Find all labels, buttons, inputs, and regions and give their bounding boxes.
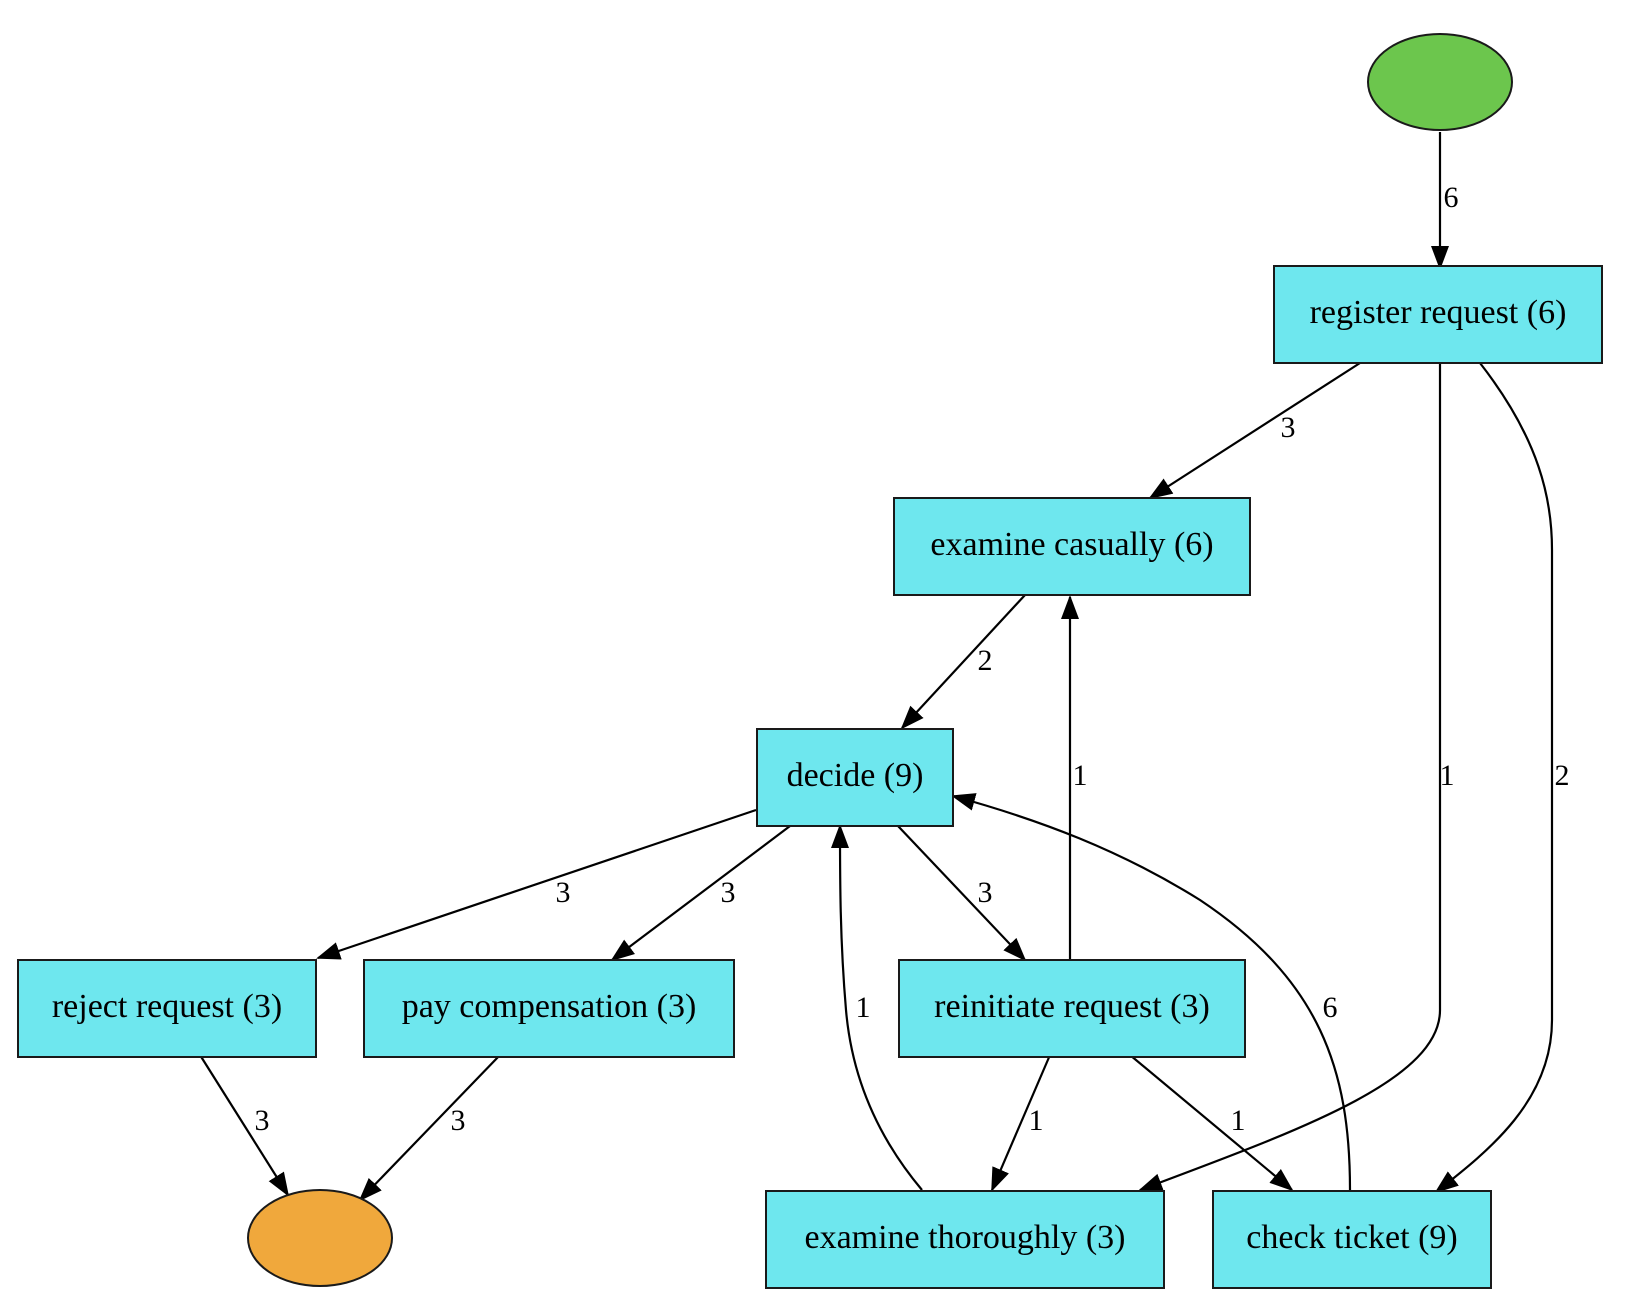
edge-label-check-ticket-decide: 6 [1323, 991, 1338, 1024]
edge-label-register-check-ticket: 2 [1555, 759, 1570, 792]
edge-label-decide-reject: 3 [556, 876, 571, 909]
edge-pay-end [358, 1054, 501, 1202]
edge-decide-pay [610, 825, 791, 962]
activity-label-pay-compensation: pay compensation (3) [402, 988, 697, 1025]
activity-label-examine-casually: examine casually (6) [930, 526, 1213, 563]
nodes: register request (6) examine casually (6… [17, 33, 1603, 1289]
activity-decide: decide (9) [756, 728, 954, 827]
edges: 6 3 1 2 2 1 3 3 3 1 6 3 [199, 132, 1570, 1202]
activity-examine-casually: examine casually (6) [893, 497, 1251, 596]
edge-label-register-examine-thoroughly: 1 [1440, 759, 1455, 792]
activity-label-check-ticket: check ticket (9) [1246, 1219, 1457, 1256]
edge-examine-casually-decide [900, 594, 1026, 730]
activity-pay-compensation: pay compensation (3) [363, 959, 735, 1058]
edge-label-examine-thoroughly-decide: 1 [856, 991, 871, 1024]
activity-label-examine-thoroughly: examine thoroughly (3) [804, 1219, 1125, 1256]
end-node [247, 1189, 393, 1287]
edge-decide-reject [316, 808, 757, 960]
edge-label-pay-end: 3 [451, 1104, 466, 1137]
edge-label-reinitiate-examine-thoroughly: 1 [1029, 1104, 1044, 1137]
edge-label-decide-pay: 3 [721, 876, 736, 909]
activity-examine-thoroughly: examine thoroughly (3) [765, 1190, 1165, 1289]
activity-check-ticket: check ticket (9) [1212, 1190, 1492, 1289]
edge-check-ticket-decide [951, 793, 1352, 1191]
edge-reject-end [199, 1054, 290, 1197]
edge-reinitiate-examine-thoroughly [990, 1054, 1052, 1192]
edge-label-reject-end: 3 [255, 1104, 270, 1137]
edge-decide-reinitiate [897, 825, 1027, 962]
activity-reject-request: reject request (3) [17, 959, 317, 1058]
activity-register-request: register request (6) [1273, 265, 1603, 364]
edge-label-examine-casually-decide: 2 [978, 644, 993, 677]
activity-label-reinitiate-request: reinitiate request (3) [934, 988, 1210, 1025]
edge-label-register-examine-casually: 3 [1281, 411, 1296, 444]
edge-label-decide-reinitiate: 3 [978, 876, 993, 909]
activity-label-decide: decide (9) [787, 757, 924, 794]
edge-examine-thoroughly-decide [831, 824, 923, 1191]
edge-register-examine-casually [1148, 362, 1361, 500]
edge-label-reinitiate-examine-casually: 1 [1073, 759, 1088, 792]
edge-label-reinitiate-check-ticket: 1 [1231, 1104, 1246, 1137]
edge-reinitiate-check-ticket [1129, 1054, 1294, 1192]
start-node [1367, 33, 1513, 131]
edge-label-start-register: 6 [1444, 181, 1459, 214]
activity-reinitiate-request: reinitiate request (3) [898, 959, 1246, 1058]
activity-label-register-request: register request (6) [1310, 294, 1567, 331]
edge-register-examine-thoroughly [1138, 363, 1442, 1192]
activity-label-reject-request: reject request (3) [52, 988, 282, 1025]
edge-register-check-ticket [1434, 362, 1554, 1194]
